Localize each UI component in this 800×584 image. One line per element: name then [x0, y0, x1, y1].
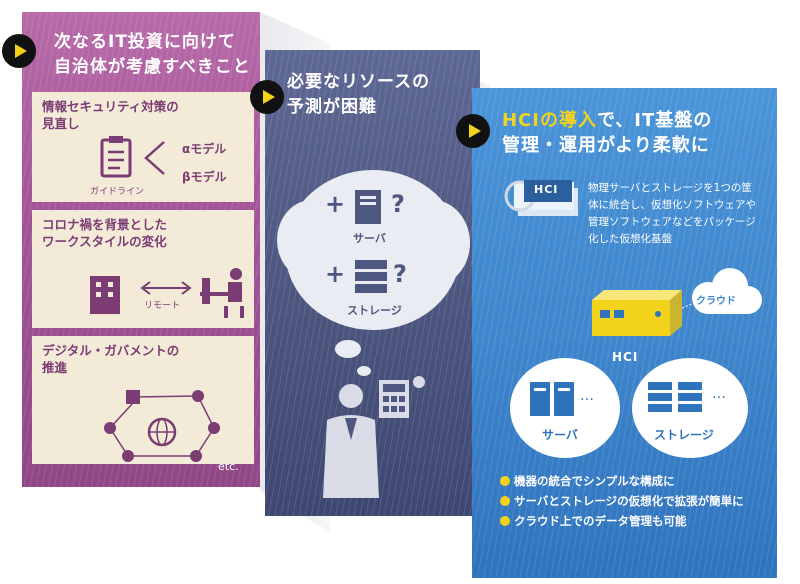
panel3-heading-line2: 管理・運用がより柔軟に: [502, 135, 710, 156]
hci-description-line4: 化した仮想化基盤: [588, 233, 672, 245]
hci-tag-label: HCI: [534, 183, 559, 196]
plus-storage: +: [325, 260, 346, 288]
server-ellipsis: …: [580, 388, 594, 404]
hci-description: 物理サーバとストレージを1つの筐 体に統合し、仮想化ソフトウェアや 管理ソフトウ…: [588, 180, 756, 248]
beta-model-label: βモデル: [182, 170, 227, 184]
cloud-right: [395, 200, 470, 286]
play-marker-3-icon: [456, 114, 490, 148]
panel2-heading-line1: 必要なリソースの: [287, 72, 431, 92]
benefit-bullet-1: 機器の統合でシンプルな構成に: [500, 472, 675, 490]
panel1-heading: 次なるIT投資に向けて 自治体が考慮すべきこと: [54, 30, 251, 80]
hci-storage-label: ストレージ: [654, 428, 714, 442]
cloud-left: [277, 200, 347, 280]
card-security: 情報セキュリティ対策の 見直し αモデル βモデル ガイドライン: [32, 92, 254, 202]
hci-tag-icon: [504, 180, 578, 216]
card-security-title-line1: 情報セキュリティ対策の: [42, 99, 179, 114]
panel-hci-introduction: HCIの導入で、IT基盤の 管理・運用がより柔軟に HCI 物理サーバとストレー…: [472, 88, 777, 578]
hci-description-line3: 管理ソフトウェアなどをパッケージ: [588, 216, 756, 228]
storage-group-icon: [648, 382, 702, 412]
remote-label: リモート: [144, 301, 181, 311]
cloud-label: クラウド: [696, 296, 736, 307]
panel3-heading-line1: HCIの導入で、IT基盤の: [502, 108, 712, 133]
panel2-heading: 必要なリソースの 予測が困難: [287, 70, 430, 120]
panel3-heading: HCIの導入で、IT基盤の 管理・運用がより柔軟に: [502, 108, 712, 158]
hci-server-label: サーバ: [542, 428, 578, 442]
server-circle: … サーバ: [510, 358, 620, 458]
network-globe-icon: [104, 390, 220, 462]
card-workstyle-title: コロナ禍を背景とした ワークスタイルの変化: [42, 216, 167, 250]
storage-ellipsis: …: [712, 386, 726, 402]
server-label: サーバ: [353, 232, 386, 245]
server-group-icon: [530, 382, 574, 416]
office-remote-icon: [90, 268, 244, 318]
card-security-title: 情報セキュリティ対策の 見直し: [42, 98, 179, 132]
panel1-heading-line2: 自治体が考慮すべきこと: [54, 57, 251, 77]
panel3-heading-rest: で、IT基盤の: [596, 110, 713, 131]
server-icon: [355, 190, 381, 224]
storage-label: ストレージ: [347, 304, 402, 317]
cloud-bubble-2: [357, 366, 371, 376]
card-workstyle-title-line2: ワークスタイルの変化: [42, 234, 167, 249]
hci-description-line2: 体に統合し、仮想化ソフトウェアや: [588, 199, 756, 211]
play-marker-2-icon: [250, 80, 284, 114]
panel-resource-prediction: 必要なリソースの 予測が困難 + ? サーバ + ? ストレージ: [265, 50, 480, 516]
cloud-bubble-1: [335, 340, 361, 358]
plus-server: +: [325, 190, 346, 218]
hci-label: HCI: [612, 350, 639, 364]
calculator-icon: [379, 376, 425, 418]
guideline-label: ガイドライン: [90, 187, 145, 197]
alpha-model-label: αモデル: [182, 142, 227, 156]
benefit-bullet-2: サーバとストレージの仮想化で拡張が簡単に: [500, 492, 744, 510]
play-marker-1-icon: [2, 34, 36, 68]
card-digital-government: デジタル・ガバメントの 推進: [32, 336, 254, 464]
etc-label: etc.: [218, 460, 239, 473]
panel2-heading-line2: 予測が困難: [287, 97, 377, 117]
card-workstyle: コロナ禍を背景とした ワークスタイルの変化 リモート: [32, 210, 254, 328]
card-workstyle-title-line1: コロナ禍を背景とした: [42, 217, 168, 232]
question-server: ?: [391, 190, 405, 218]
hci-description-line1: 物理サーバとストレージを1つの筐: [588, 182, 752, 194]
cloud-icon: [692, 268, 762, 314]
card-digital-government-title-line2: 推進: [42, 360, 68, 375]
businessperson-icon: [323, 384, 379, 498]
storage-circle: … ストレージ: [632, 358, 748, 458]
card-digital-government-title: デジタル・ガバメントの 推進: [42, 342, 179, 376]
panel1-heading-line1: 次なるIT投資に向けて: [54, 32, 236, 52]
benefit-bullet-3: クラウド上でのデータ管理も可能: [500, 512, 687, 530]
storage-icon: [355, 260, 387, 293]
question-storage: ?: [393, 260, 407, 288]
panel-municipality-considerations: 次なるIT投資に向けて 自治体が考慮すべきこと 情報セキュリティ対策の 見直し …: [22, 12, 260, 487]
hci-appliance-icon: [592, 290, 692, 336]
card-digital-government-title-line1: デジタル・ガバメントの: [42, 343, 180, 358]
panel3-heading-accent: HCIの導入: [502, 110, 597, 131]
clipboard-icon: [100, 136, 165, 178]
card-security-title-line2: 見直し: [42, 116, 80, 131]
